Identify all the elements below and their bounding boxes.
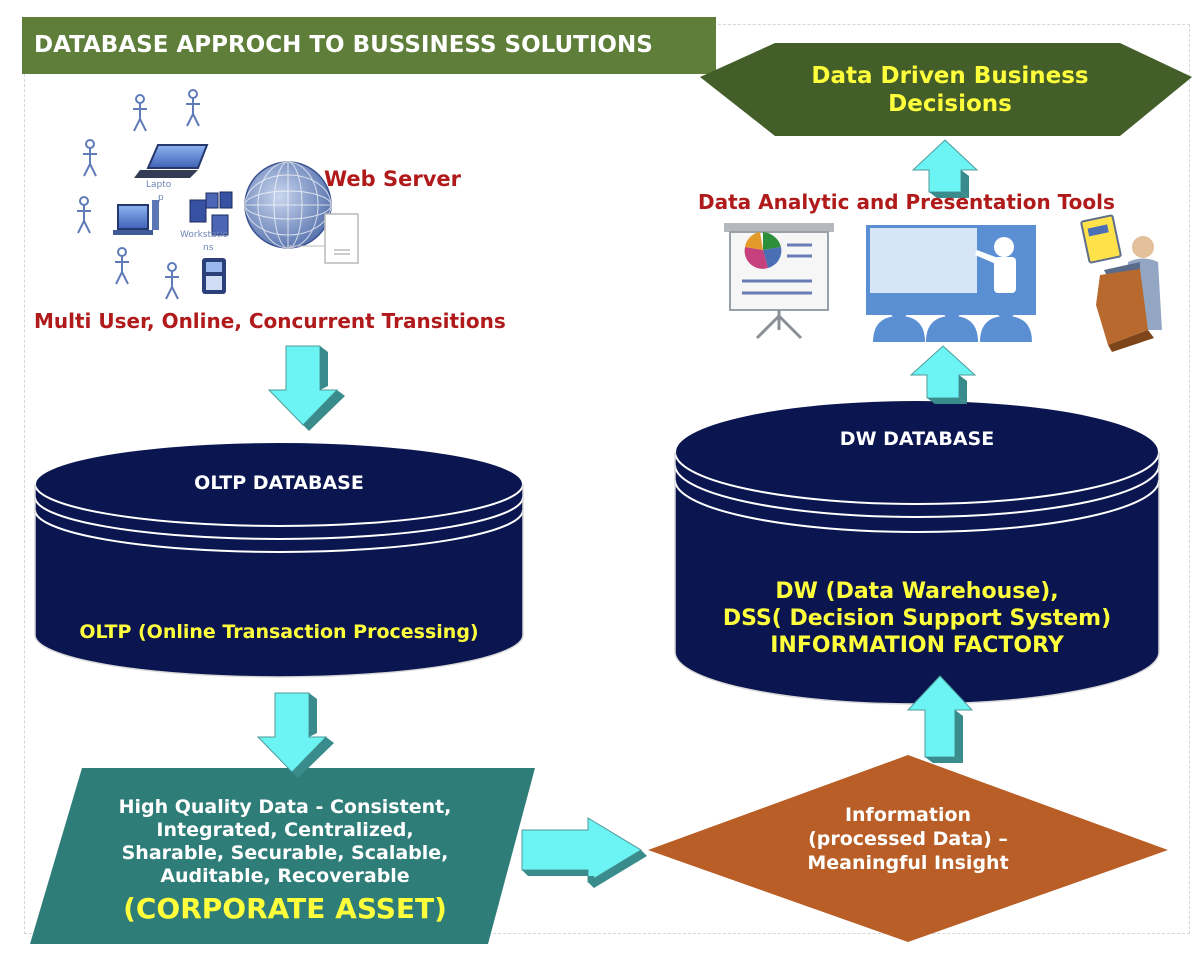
asset-highlight: (CORPORATE ASSET) — [123, 892, 447, 925]
decision-hexagon — [700, 43, 1192, 136]
arrow-down-1 — [267, 345, 345, 431]
arrow-up-2 — [909, 345, 977, 404]
workstations-icon — [189, 191, 233, 236]
workstation-label: Workstatio — [180, 230, 229, 240]
information-diamond — [648, 755, 1168, 942]
desktop-icon — [113, 200, 159, 235]
server-icon — [287, 213, 359, 264]
title-banner: DATABASE APPROCH TO BUSSINESS SOLUTIONS — [22, 17, 716, 74]
user-figures — [77, 89, 200, 300]
asset-text: High Quality Data - Consistent, Integrat… — [118, 796, 452, 887]
information-text: Information (processed Data) – Meaningfu… — [807, 804, 1009, 874]
user-icon — [165, 262, 179, 300]
analytics-title: Data Analytic and Presentation Tools — [698, 190, 1115, 214]
arrow-right — [521, 817, 647, 888]
user-icon — [186, 89, 200, 127]
oltp-body: OLTP (Online Transaction Processing) — [79, 621, 479, 643]
dw-header: DW DATABASE — [839, 428, 995, 450]
globe-icon — [244, 161, 332, 249]
user-icon — [77, 196, 91, 234]
oltp-header: OLTP DATABASE — [194, 472, 364, 494]
presentation-board-icon — [724, 223, 834, 340]
workstation-label-2: ns — [203, 243, 214, 253]
users-caption: Multi User, Online, Concurrent Transitio… — [34, 309, 506, 333]
arrow-up-3 — [911, 139, 979, 198]
web-server-label: Web Server — [324, 167, 462, 191]
laptop-label-2: p — [158, 193, 164, 203]
laptop-icon — [134, 144, 209, 178]
user-icon — [83, 139, 97, 177]
user-icon — [133, 94, 147, 132]
arrow-down-2 — [256, 692, 334, 778]
laptop-label: Lapto — [146, 180, 172, 190]
dw-body: DW (Data Warehouse), DSS( Decision Suppo… — [722, 579, 1112, 658]
arrow-up-1 — [906, 675, 974, 763]
corporate-asset-shape — [30, 768, 535, 944]
user-icon — [115, 247, 129, 285]
decision-label: Data Driven Business Decisions — [811, 63, 1089, 117]
dw-cylinder — [674, 399, 1160, 705]
oltp-cylinder — [34, 441, 524, 678]
phone-icon — [202, 258, 226, 294]
training-scene-icon — [866, 225, 1036, 342]
presenter-icon — [1080, 214, 1162, 352]
